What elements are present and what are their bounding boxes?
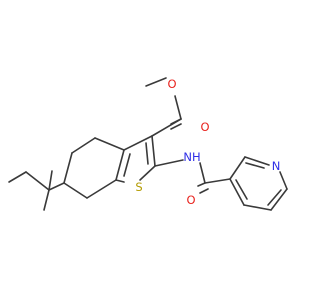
bond-C7a-C3a-a	[115, 149, 125, 181]
bond-carbonylC-ringC3	[151, 118, 182, 137]
atom-oxygen-amide: O	[186, 193, 195, 207]
bond-amideC-O-a	[197, 182, 206, 187]
atom-sulfur: S	[135, 180, 142, 194]
bond-C2-NH	[154, 159, 184, 167]
bond-NH-amideC	[199, 162, 206, 184]
bond-amideC-pyC3	[204, 178, 231, 184]
bond-O-carbonylC	[174, 95, 182, 120]
atom-labels: O O NH S O N	[135, 77, 280, 207]
bond-C4-C5	[71, 137, 96, 154]
bond-Cq-Me-down	[43, 189, 50, 211]
bond-amideC-O-b	[199, 188, 209, 194]
bond-C2-S	[139, 165, 156, 181]
bond-pyC3-pyC2	[229, 156, 246, 180]
bond-carbonylC-O-double-b	[170, 123, 182, 130]
bond-S-C7a	[115, 179, 125, 183]
bond-C5-C6	[63, 152, 73, 184]
bond-C7a-C3a-b	[123, 153, 131, 177]
bond-pyC5-pyC4	[243, 204, 272, 211]
bond-C3-C2-a	[151, 135, 156, 167]
bond-Cq-CH2	[25, 171, 50, 191]
bond-C7-C7a	[86, 179, 117, 199]
bond-C3-C3a	[123, 135, 153, 151]
bond-C6-C7	[63, 182, 88, 199]
atom-nitrogen-amide: NH	[183, 150, 200, 164]
bond-pyC2-N-a	[244, 156, 270, 166]
molecule-structure: O O NH S O N	[8, 77, 288, 211]
bond-N-pyC6	[279, 171, 288, 190]
bond-CH2-CH3	[8, 171, 27, 183]
bond-C3a-C4	[94, 137, 125, 151]
bond-pyC4-pyC3	[229, 178, 245, 206]
bond-C3-C2-b	[145, 142, 149, 165]
bonds	[8, 77, 288, 211]
bond-pyC6-pyC5	[270, 188, 288, 211]
bond-pyC6-pyC5-inner	[267, 189, 282, 206]
bond-C6-Cq	[48, 182, 65, 191]
atom-oxygen-methoxy: O	[167, 77, 176, 91]
atom-oxygen-ester-carbonyl: O	[200, 120, 209, 134]
atom-nitrogen-pyridine: N	[272, 159, 281, 173]
bond-pyC4-pyC3-inner	[235, 179, 248, 200]
bond-pyC2-N-b	[245, 162, 265, 169]
bond-Cq-Me-up	[48, 170, 53, 191]
bond-methyl-O	[145, 77, 167, 87]
